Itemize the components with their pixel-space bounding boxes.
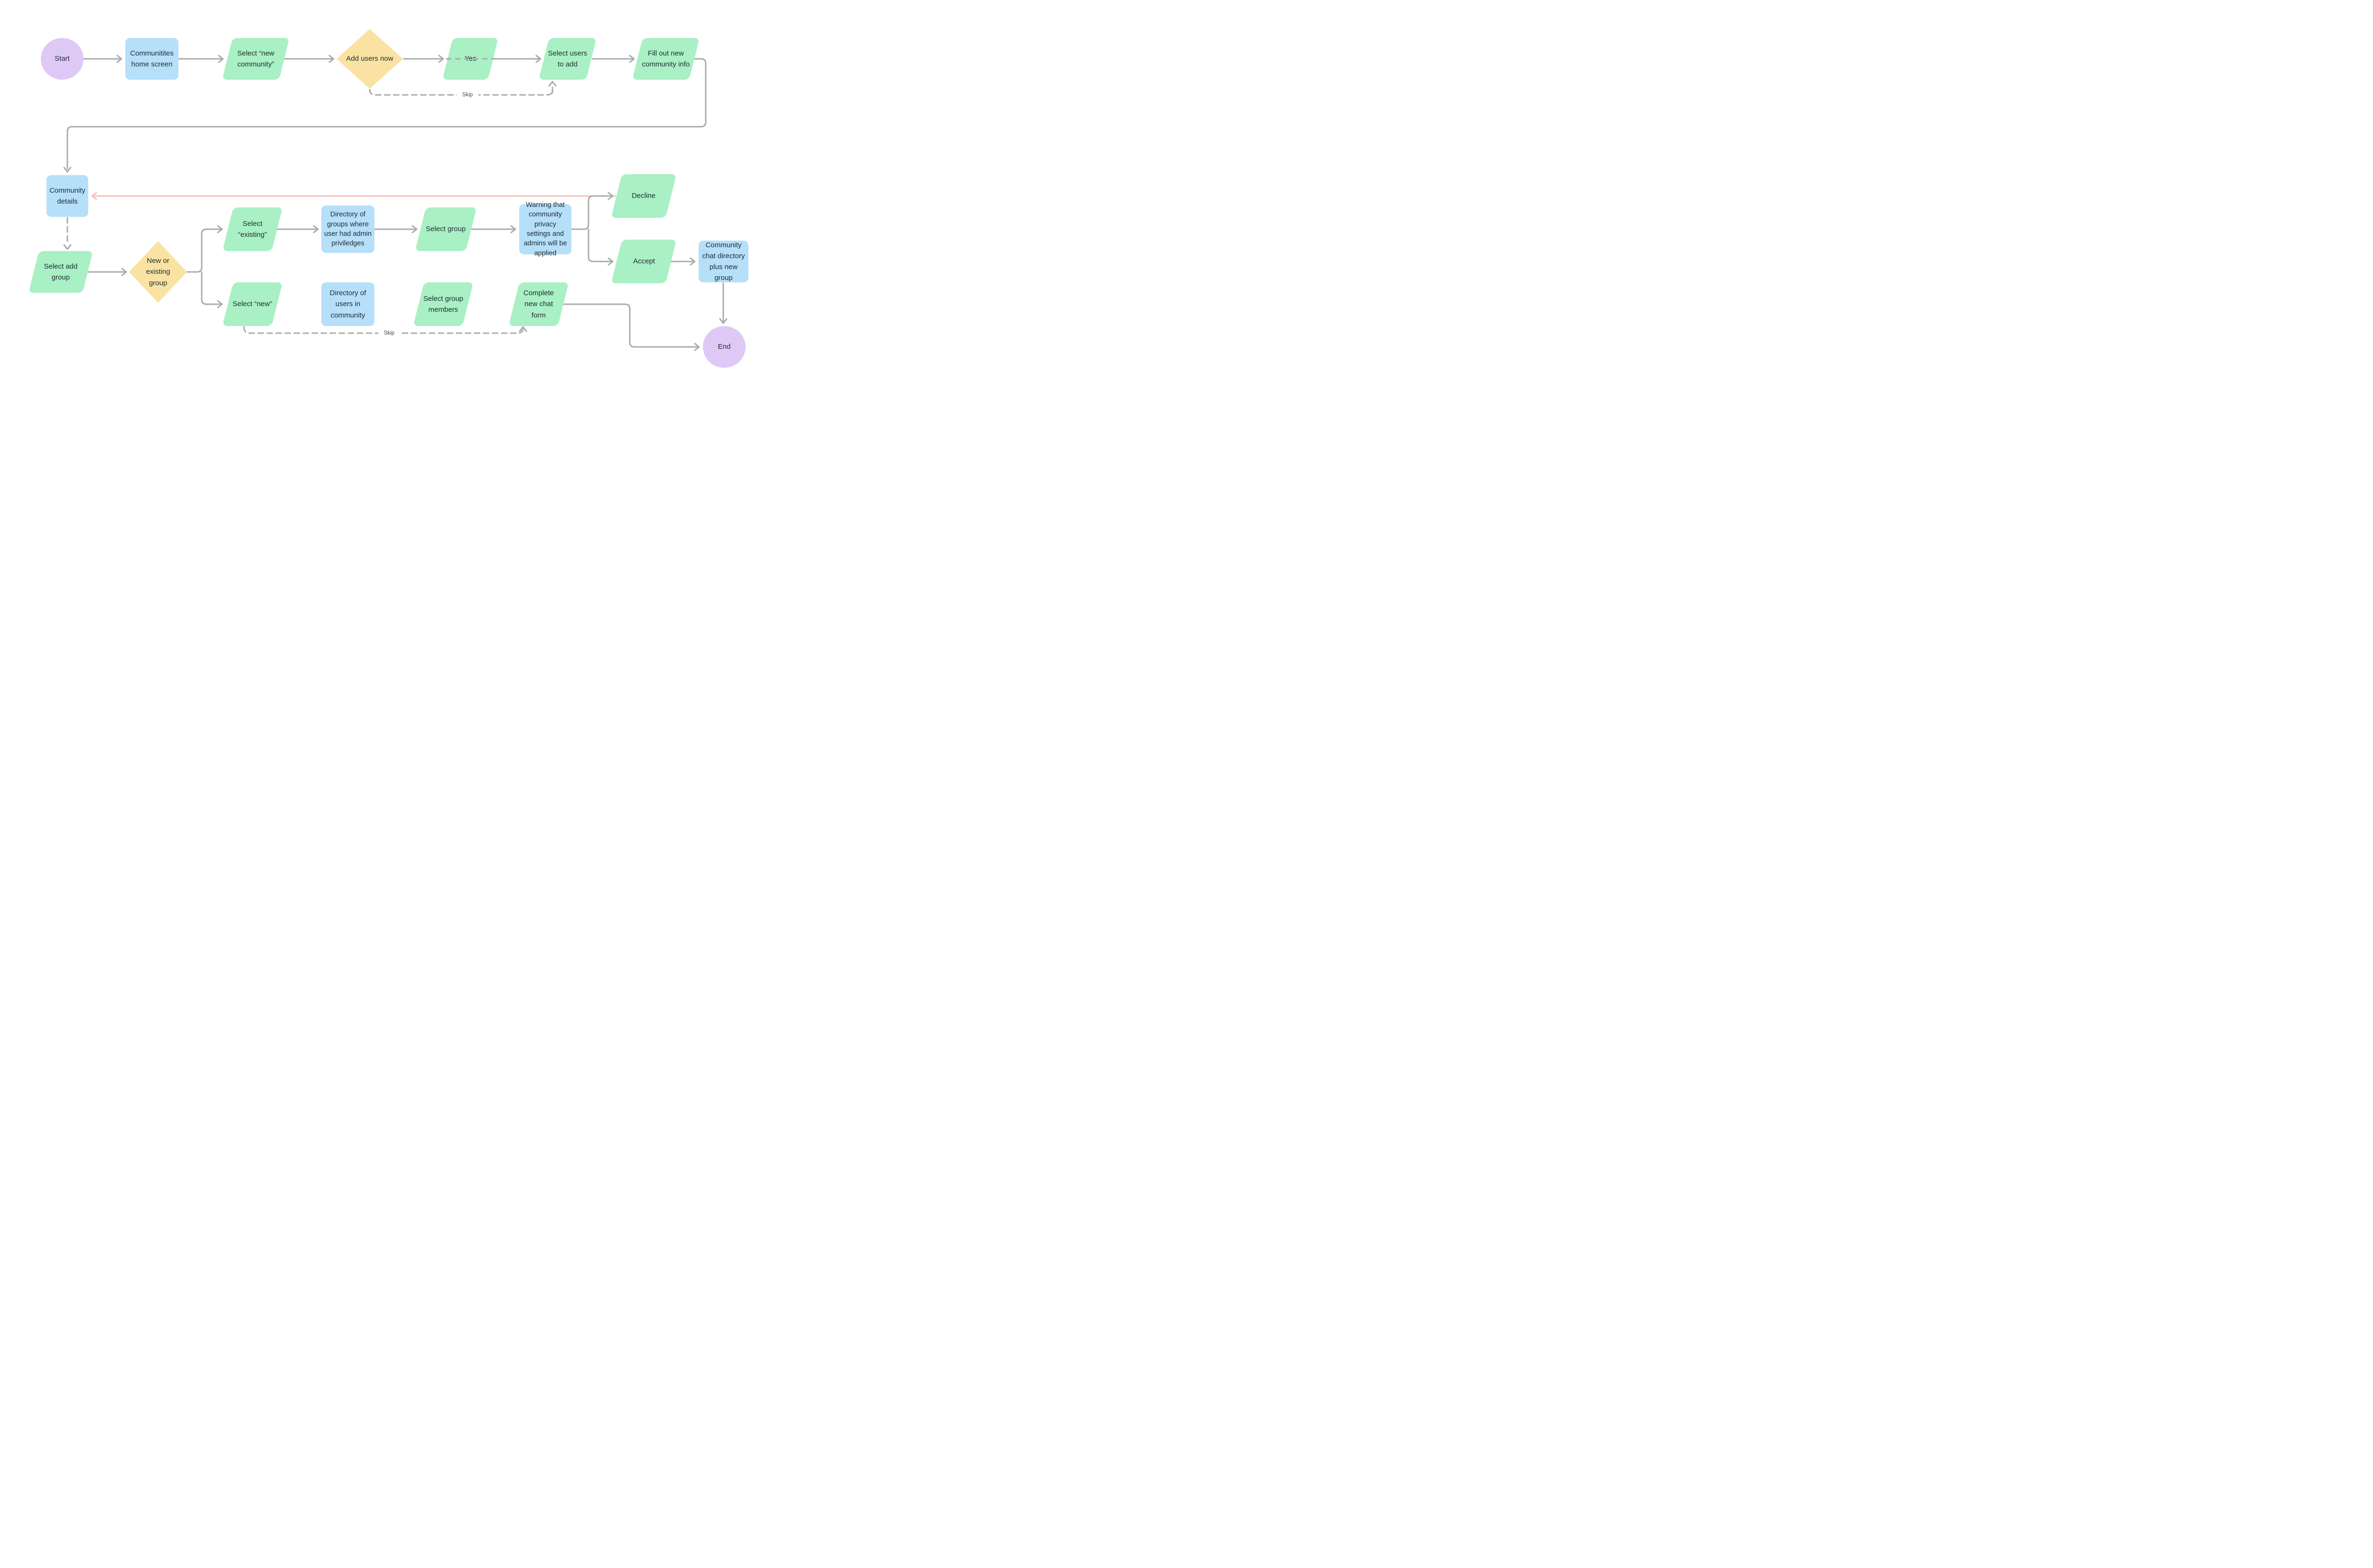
- node-directory-groups-label: Directory of groups where user had admin…: [324, 211, 372, 248]
- node-select-new-community[interactable]: Select “new community”: [222, 38, 290, 80]
- edge-select-new-community-add-users: [284, 55, 335, 63]
- edge-select-add-group-new-or-existing: [87, 268, 127, 276]
- node-new-or-existing[interactable]: New or existing group: [129, 241, 187, 303]
- node-directory-groups[interactable]: Directory of groups where user had admin…: [321, 205, 374, 253]
- node-select-group[interactable]: Select group: [415, 207, 477, 251]
- node-select-add-group[interactable]: Select add group: [28, 251, 93, 293]
- node-select-users-to-add-label: Select users to add: [548, 49, 588, 68]
- node-accept-label: Accept: [633, 257, 655, 266]
- node-start-label: Start: [55, 55, 70, 63]
- flowchart-canvas: Start Communitites home screen Select “n…: [0, 0, 767, 392]
- node-select-existing-label: Select “existing”: [238, 219, 267, 239]
- edge-label-skip-top: Skip: [457, 92, 478, 99]
- edge-accept-community-chat-directory: [670, 257, 696, 266]
- edge-directory-groups-select-group: [374, 225, 418, 233]
- node-new-or-existing-label: New or existing group: [146, 257, 170, 287]
- edge-new-or-existing-fork: [186, 225, 223, 308]
- node-community-chat-directory-label: Community chat directory plus new group: [702, 241, 745, 282]
- edge-start-home: [83, 55, 122, 63]
- node-directory-users[interactable]: Directory of users in community: [321, 282, 374, 326]
- node-home-screen[interactable]: Communitites home screen: [125, 38, 178, 80]
- node-end[interactable]: End: [703, 326, 746, 368]
- node-select-group-members[interactable]: Select group members: [413, 282, 474, 326]
- node-community-details-label: Community details: [49, 186, 85, 205]
- node-accept[interactable]: Accept: [611, 240, 677, 283]
- node-complete-chat-form[interactable]: Complete new chat form: [508, 282, 569, 326]
- edge-select-existing-directory-groups: [276, 225, 319, 233]
- node-select-users-to-add[interactable]: Select users to add: [539, 38, 597, 80]
- node-community-chat-directory[interactable]: Community chat directory plus new group: [699, 241, 748, 282]
- edge-community-chat-directory-end: [719, 282, 728, 324]
- node-warning[interactable]: Warning that community privacy settings …: [519, 201, 571, 257]
- edge-add-users-yes: [403, 55, 444, 63]
- node-community-details[interactable]: Community details: [47, 175, 88, 217]
- node-yes-label: Yes: [464, 55, 476, 63]
- node-select-group-label: Select group: [426, 225, 466, 233]
- node-add-users-now[interactable]: Add users now: [336, 29, 403, 89]
- node-warning-label: Warning that community privacy settings …: [523, 201, 567, 257]
- node-select-new-label: Select “new”: [233, 300, 272, 308]
- edge-community-details-select-add-group: [63, 217, 72, 250]
- node-directory-users-label: Directory of users in community: [329, 289, 366, 319]
- node-decline-label: Decline: [632, 192, 656, 200]
- edge-select-users-fill-out: [591, 55, 635, 63]
- edge-home-select-new-community: [178, 55, 224, 63]
- edge-label-skip-bottom: Skip: [378, 330, 400, 337]
- node-add-users-now-label: Add users now: [346, 55, 393, 63]
- node-end-label: End: [718, 343, 731, 351]
- node-decline[interactable]: Decline: [611, 174, 677, 218]
- node-select-group-members-label: Select group members: [423, 294, 464, 314]
- node-home-screen-label: Communitites home screen: [130, 49, 174, 68]
- node-fill-out-info-label: Fill out new community info: [642, 49, 690, 68]
- node-start[interactable]: Start: [41, 38, 84, 80]
- edge-decline-community-details: [91, 192, 617, 200]
- edge-yes-select-users: [493, 55, 542, 63]
- edge-warning-fork: [570, 192, 614, 266]
- node-select-new-community-label: Select “new community”: [237, 49, 275, 68]
- node-yes[interactable]: Yes: [442, 38, 498, 80]
- edge-complete-chat-form-end: [562, 303, 700, 351]
- node-complete-chat-form-label: Complete new chat form: [523, 289, 554, 319]
- node-select-existing[interactable]: Select “existing”: [222, 207, 283, 251]
- node-select-add-group-label: Select add group: [44, 262, 78, 281]
- node-fill-out-info[interactable]: Fill out new community info: [632, 38, 700, 80]
- node-select-new[interactable]: Select “new”: [222, 282, 283, 326]
- edge-select-group-warning: [470, 225, 516, 233]
